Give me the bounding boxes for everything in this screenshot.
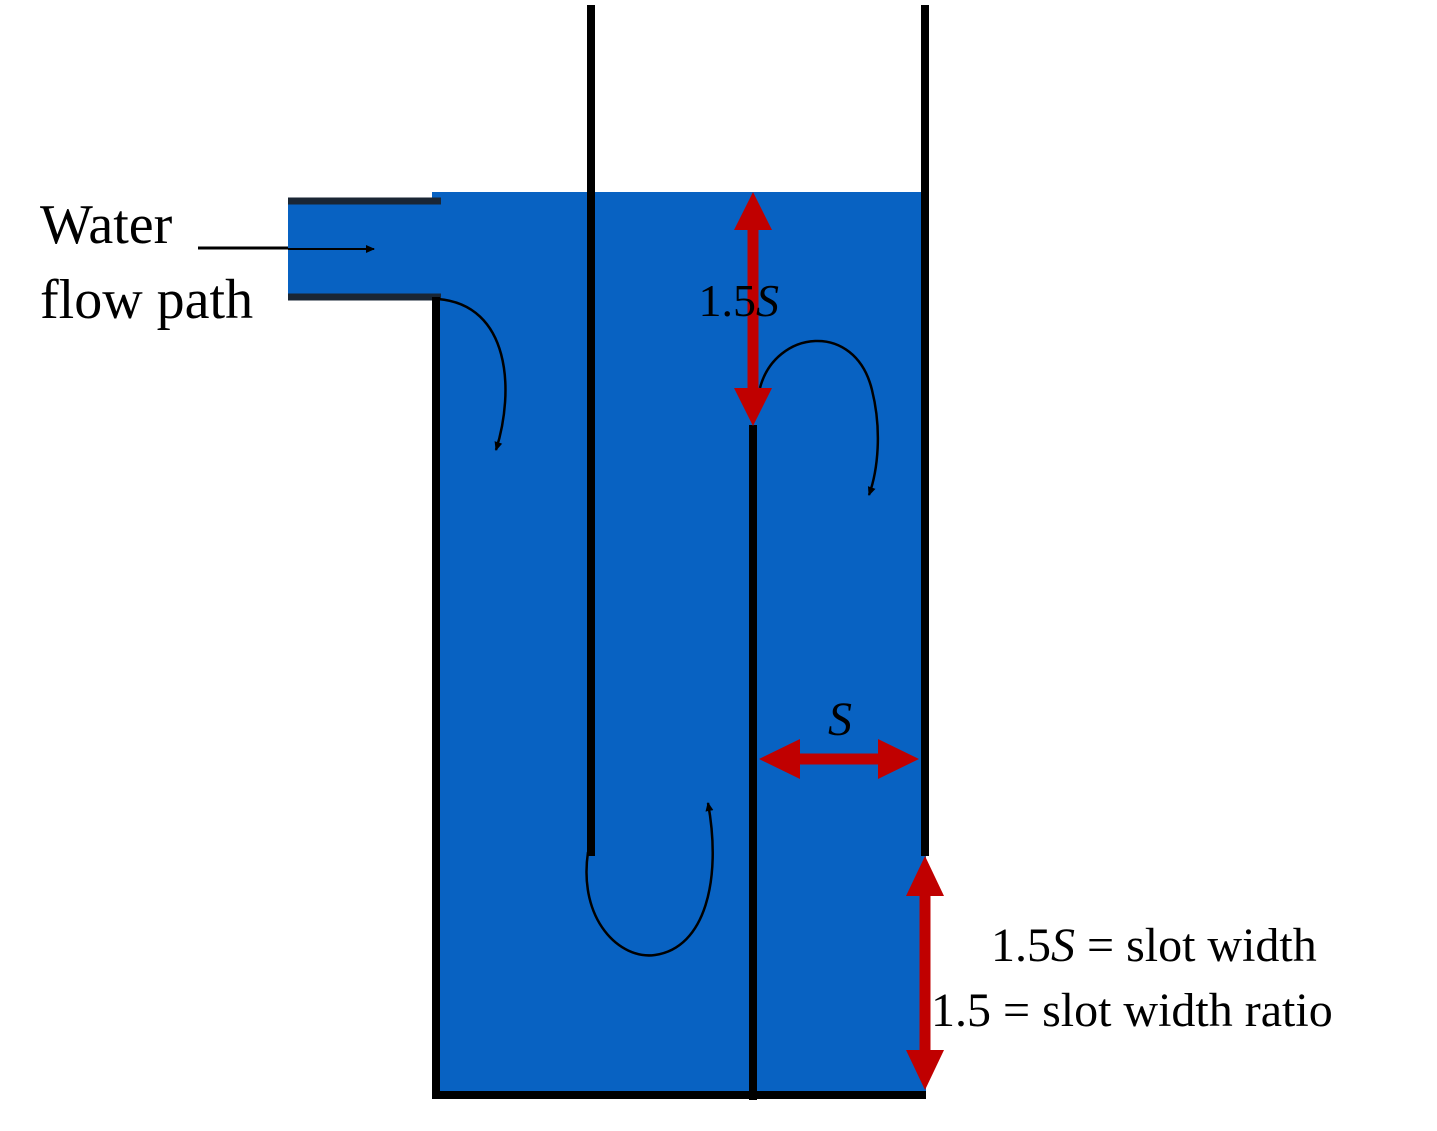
slot-width-variable: S — [1051, 919, 1075, 972]
slot-width-dimension-arrow-icon — [906, 856, 944, 1090]
top-gap-variable: S — [756, 275, 779, 326]
slot-width-label: 1.5S = slot width — [931, 919, 1353, 972]
top-gap-number: 1.5 — [699, 275, 757, 326]
slot-width-number: 1.5 — [991, 919, 1051, 972]
flow-arrow-under-baffle-icon — [585, 802, 714, 957]
channel-width-label: S — [828, 693, 852, 746]
water-tank — [432, 192, 926, 1095]
flow-arrow-over-baffle-icon — [758, 339, 880, 496]
slot-width-text: = slot width — [1075, 919, 1317, 972]
flow-arrow-down-left-icon — [437, 297, 507, 451]
water-label: Water — [40, 194, 173, 256]
top-gap-label: 1.5S — [641, 275, 814, 326]
flow-path-label: flow path — [40, 269, 253, 331]
top-gap-dimension-arrow-icon — [734, 192, 772, 426]
channel-width-dimension-arrow-icon — [759, 739, 919, 779]
slot-width-ratio-label: 1.5 = slot width ratio — [931, 984, 1333, 1037]
